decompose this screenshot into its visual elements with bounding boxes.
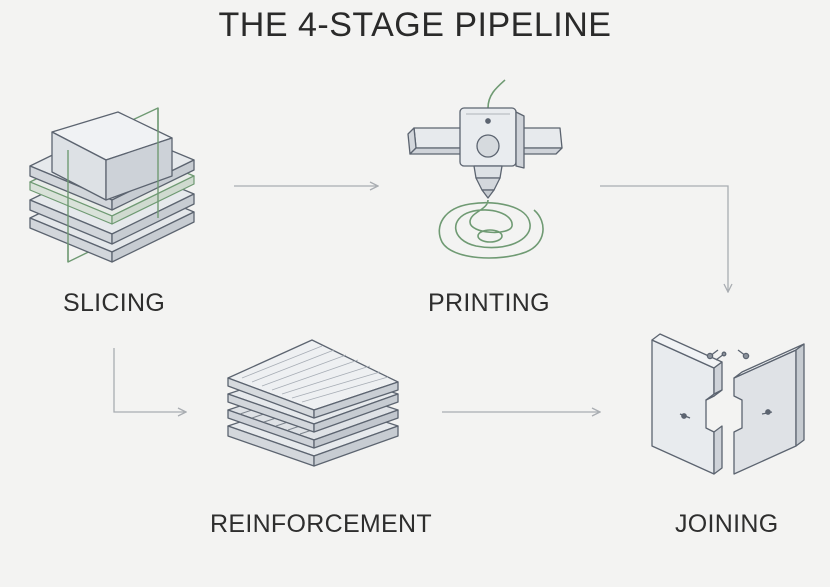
stage-label-slicing: SLICING (63, 289, 166, 317)
arrow-printing-to-joining (600, 185, 728, 292)
stage-label-printing: PRINTING (428, 289, 550, 317)
layered-sheets-icon (227, 339, 399, 467)
sliced-cube-icon (29, 107, 195, 263)
diagram-title: THE 4-STAGE PIPELINE (218, 6, 612, 44)
stage-label-joining: JOINING (675, 510, 779, 538)
flow-arrows (113, 185, 728, 412)
3d-printer-nozzle-icon (407, 79, 563, 259)
interlocking-panels-icon (651, 333, 805, 475)
stage-label-reinforcement: REINFORCEMENT (210, 510, 432, 538)
arrow-slicing-to-reinforcement (113, 348, 186, 412)
